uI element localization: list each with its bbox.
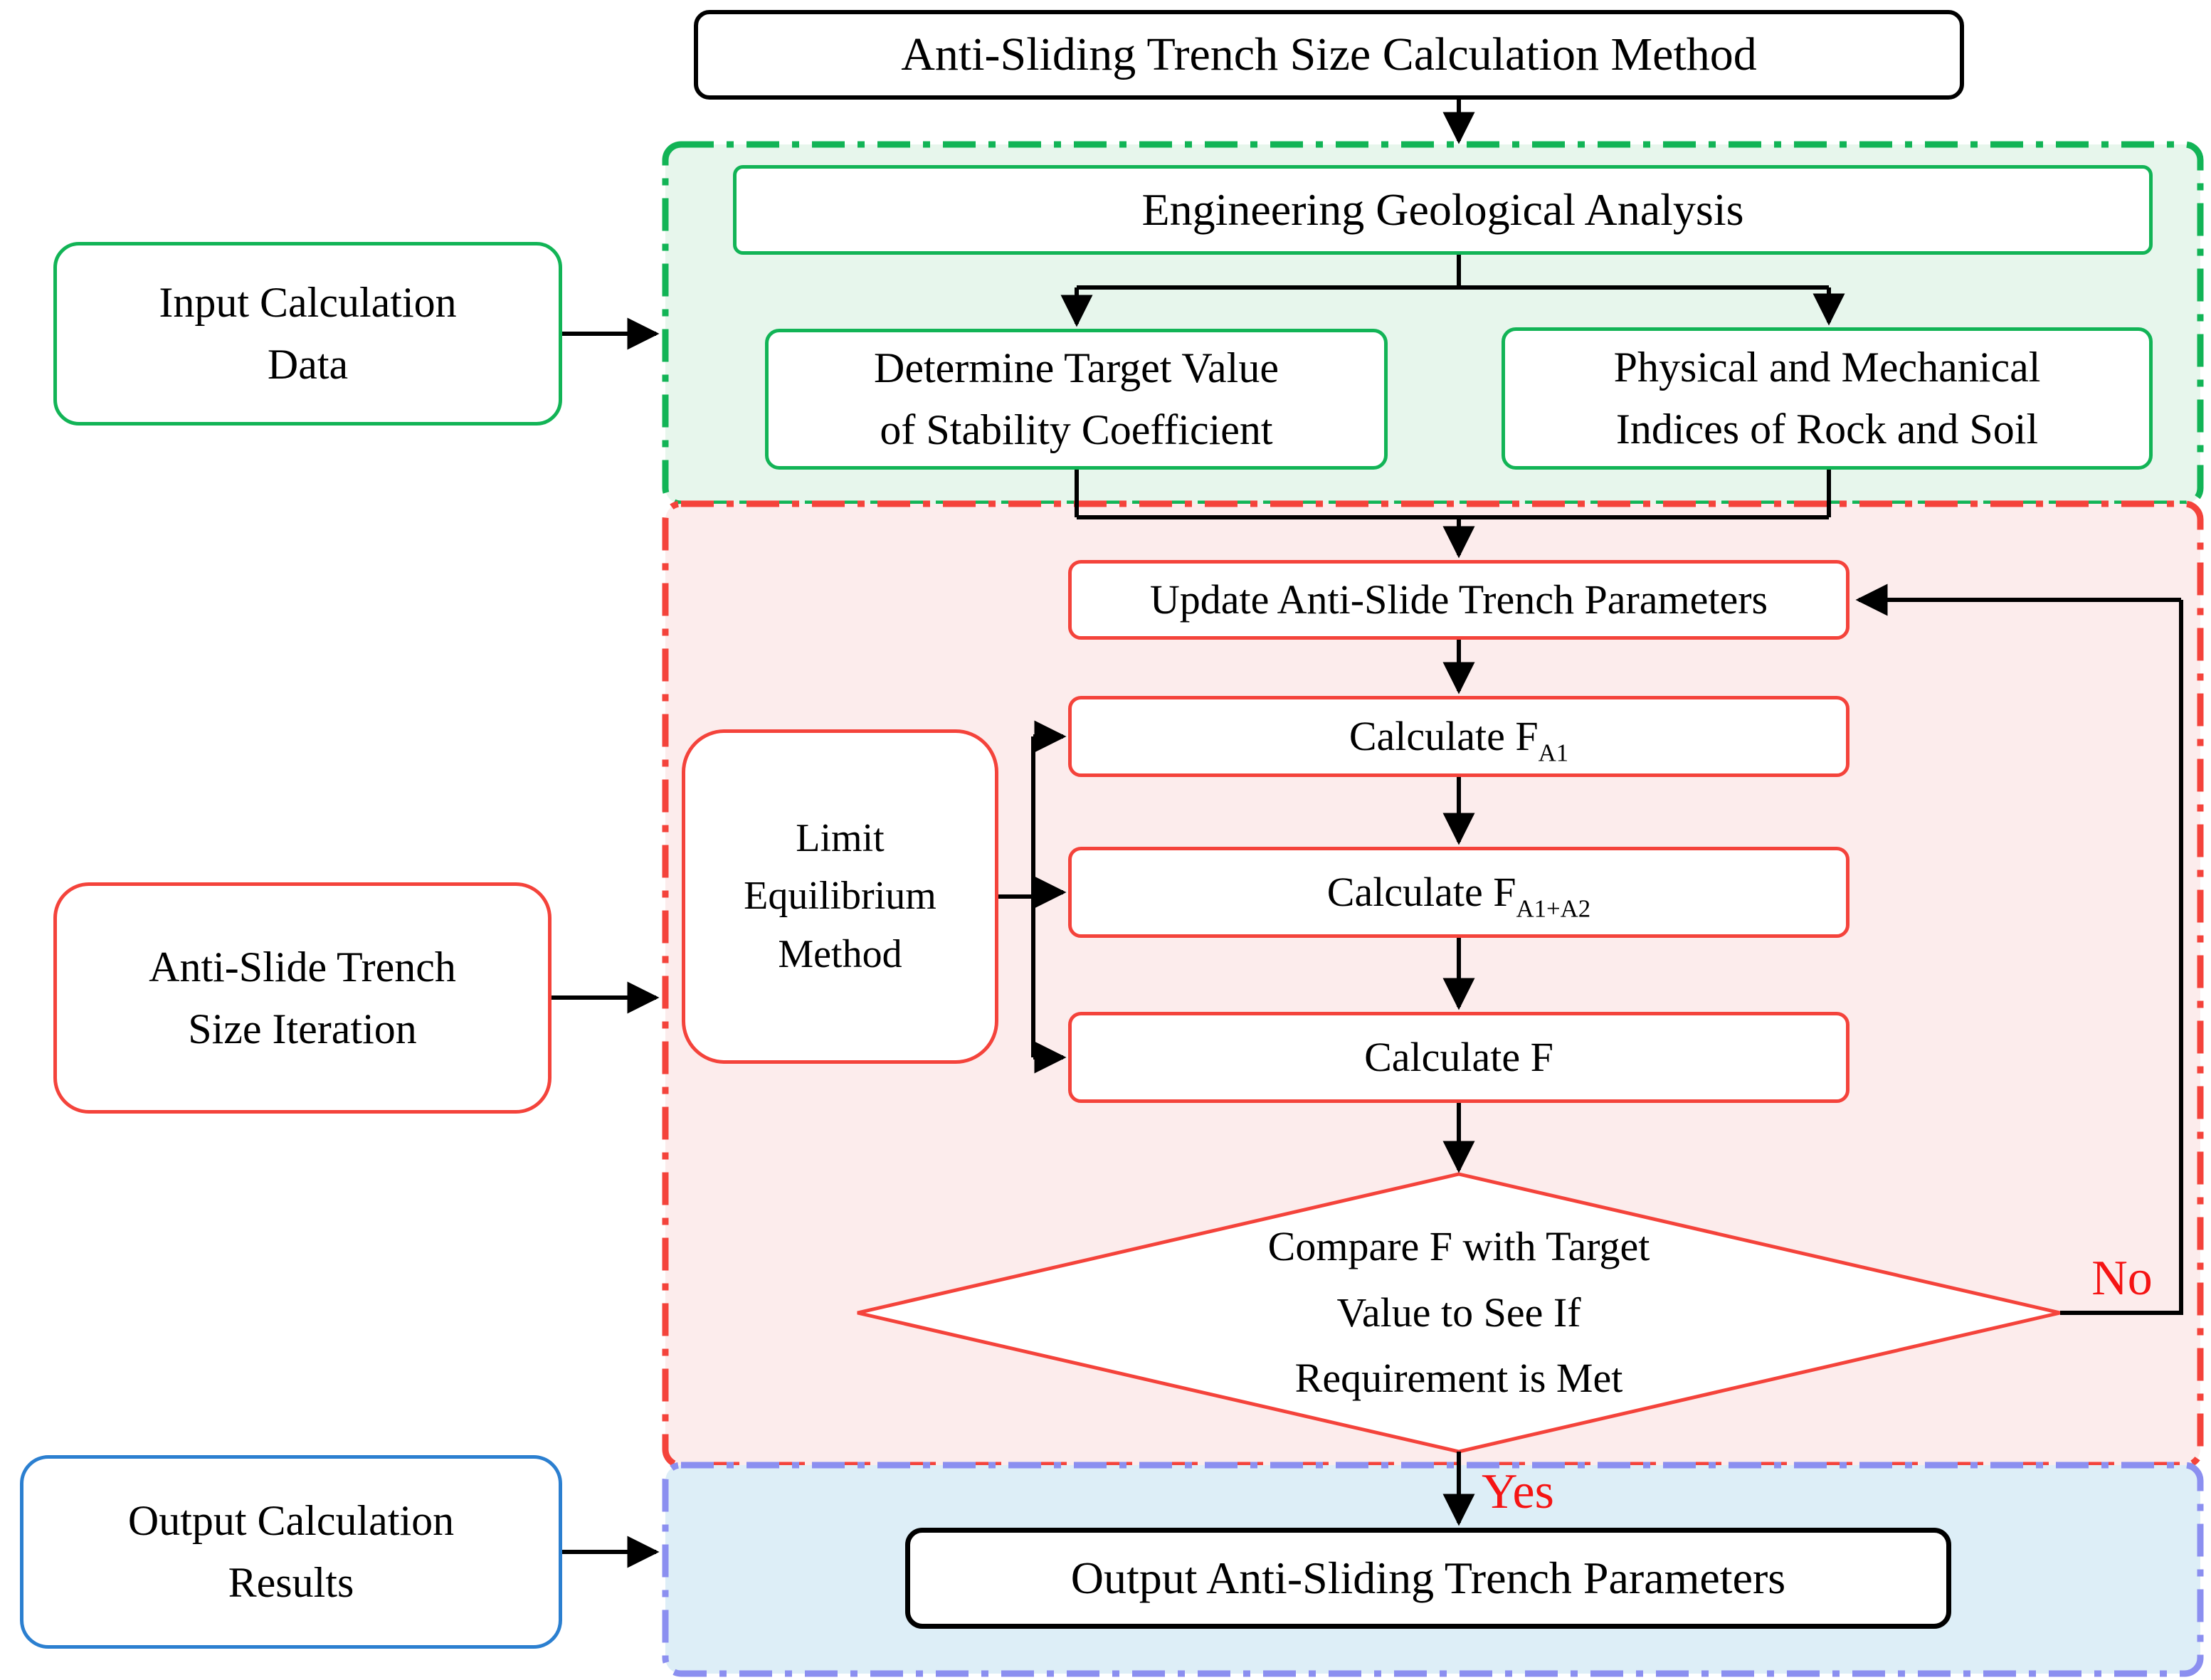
output-parameters-box: Output Anti-Sliding Trench Parameters — [905, 1528, 1951, 1629]
physical-indices-box: Physical and Mechanical Indices of Rock … — [1502, 327, 2153, 470]
title-box: Anti-Sliding Trench Size Calculation Met… — [694, 10, 1964, 100]
no-loop-line — [2060, 600, 2183, 1315]
calculate-f-main: Calculate F — [1364, 1034, 1553, 1081]
calculate-fa1-box: Calculate FA1 — [1068, 696, 1849, 777]
decision-diamond-text: Compare F with Target Value to See If Re… — [1032, 1201, 1886, 1425]
decision-line1: Compare F with Target — [1267, 1222, 1650, 1269]
input-calculation-line2: Data — [267, 341, 349, 388]
title-label: Anti-Sliding Trench Size Calculation Met… — [901, 28, 1757, 80]
calculate-f-label: Calculate F — [1364, 1035, 1553, 1080]
limit-equilibrium-line2: Equilibrium — [744, 874, 936, 919]
connector-lines — [552, 100, 2183, 1568]
trench-size-iteration-line2: Size Iteration — [188, 1005, 417, 1052]
calculate-fa1a2-main: Calculate F — [1326, 869, 1516, 916]
determine-target-box: Determine Target Value of Stability Coef… — [765, 329, 1388, 470]
output-results-line1: Output Calculation — [127, 1497, 455, 1544]
calculate-fa1-label: Calculate FA1 — [1349, 713, 1568, 766]
limit-equilibrium-line1: Limit — [796, 816, 885, 861]
decision-line2: Value to See If — [1336, 1289, 1581, 1336]
calculate-fa1a2-label: Calculate FA1+A2 — [1326, 869, 1590, 921]
physical-indices-line1: Physical and Mechanical — [1613, 344, 2041, 391]
output-calculation-results-box: Output Calculation Results — [20, 1455, 562, 1649]
calculate-fa1a2-box: Calculate FA1+A2 — [1068, 847, 1849, 938]
limit-equilibrium-box: Limit Equilibrium Method — [682, 729, 998, 1064]
engineering-analysis-box: Engineering Geological Analysis — [733, 165, 2153, 255]
branch-line-engineering — [1077, 255, 1829, 290]
decision-line3: Requirement is Met — [1294, 1355, 1623, 1402]
no-branch-label: No — [2091, 1251, 2153, 1306]
update-parameters-box: Update Anti-Slide Trench Parameters — [1068, 560, 1849, 640]
determine-target-line1: Determine Target Value — [874, 344, 1279, 391]
physical-indices-line2: Indices of Rock and Soil — [1615, 406, 2039, 453]
determine-target-line2: of Stability Coefficient — [880, 406, 1273, 453]
merge-line-green-outputs — [1075, 470, 1831, 519]
output-parameters-label: Output Anti-Sliding Trench Parameters — [1070, 1552, 1786, 1603]
trench-size-iteration-line1: Anti-Slide Trench — [149, 943, 456, 990]
trench-size-iteration-box: Anti-Slide Trench Size Iteration — [53, 882, 552, 1114]
update-parameters-label: Update Anti-Slide Trench Parameters — [1149, 576, 1768, 623]
limit-equilibrium-line3: Method — [778, 931, 902, 976]
calculate-fa1a2-subscript: A1+A2 — [1516, 894, 1591, 923]
calculate-fa1-subscript: A1 — [1538, 739, 1569, 767]
yes-branch-label: Yes — [1482, 1464, 1554, 1519]
calculate-f-box: Calculate F — [1068, 1012, 1849, 1103]
calculate-fa1-main: Calculate F — [1349, 713, 1539, 760]
output-results-line2: Results — [228, 1559, 354, 1606]
limit-branch-line — [998, 736, 1035, 1057]
input-calculation-line1: Input Calculation — [159, 279, 457, 326]
engineering-analysis-label: Engineering Geological Analysis — [1141, 184, 1744, 235]
input-calculation-data-box: Input Calculation Data — [53, 242, 562, 426]
